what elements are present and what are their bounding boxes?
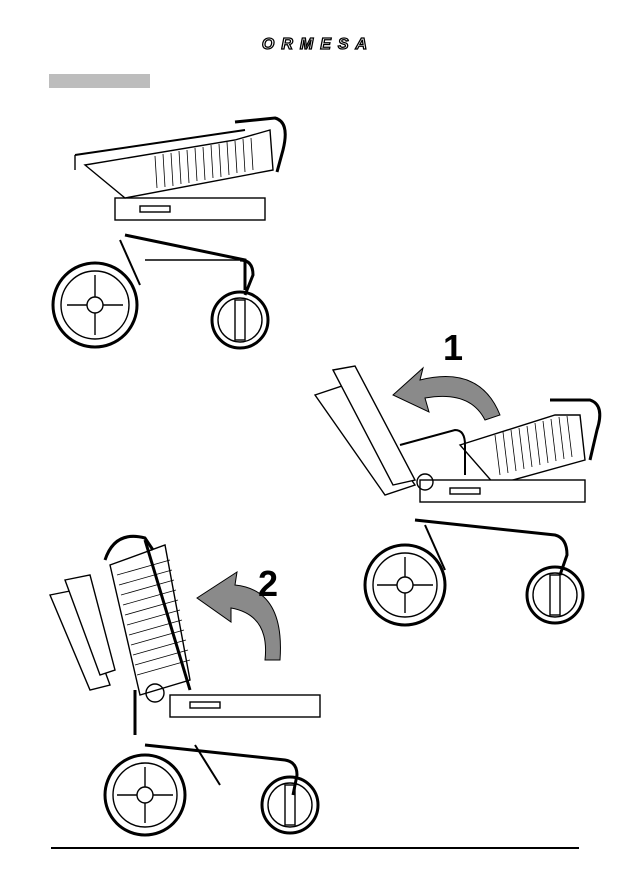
section-header-bar (49, 74, 150, 88)
step-number-2: 2 (258, 566, 278, 602)
step-number-1: 1 (443, 330, 463, 366)
brand-logo: ORMESA (245, 32, 391, 54)
ormesa-logo-icon: ORMESA (245, 32, 391, 54)
figure-folded-chair (45, 110, 295, 360)
brand-name: ORMESA (262, 36, 374, 53)
rotate-arrow-1-icon (393, 368, 500, 420)
footer-rule (51, 847, 579, 849)
figure-step-1-chair (305, 360, 605, 640)
figure-step-2-chair (45, 530, 335, 840)
